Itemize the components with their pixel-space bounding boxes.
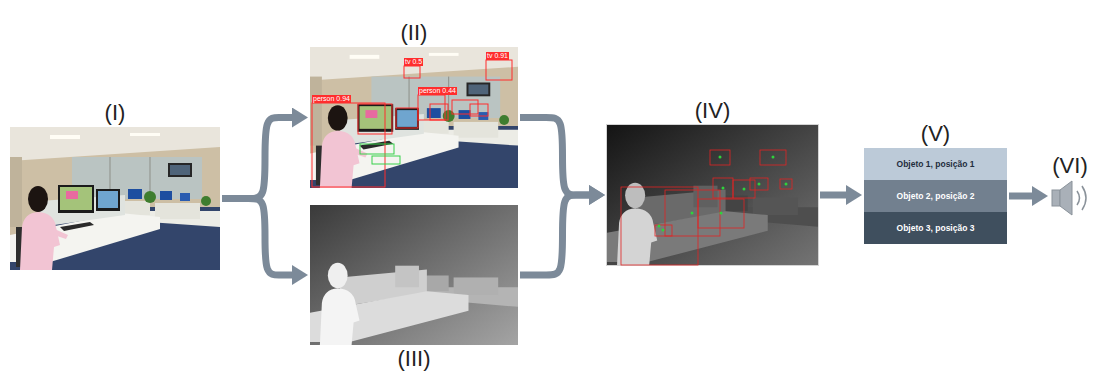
step-label: (II) — [401, 21, 428, 45]
detection-boxes-green — [360, 144, 400, 164]
step-label: (III) — [398, 347, 431, 371]
step-label: (IV) — [695, 99, 730, 123]
detection-boxes — [312, 60, 512, 187]
band-text: Objeto 1, posição 1 — [897, 159, 975, 169]
detection-tag: person 0.94 — [312, 95, 351, 103]
detection-tag: tv 0.91 — [486, 52, 509, 60]
speaker-icon — [1052, 181, 1086, 215]
image-panel: (IV) — [607, 125, 818, 265]
detection-tag: person 0.44 — [418, 87, 457, 95]
flow-arrow — [520, 195, 589, 275]
flow-arrow — [222, 118, 292, 199]
list-band: Objeto 3, posição 3 — [864, 212, 1007, 244]
output-list: (V)Objeto 1, posição 1Objeto 2, posição … — [864, 148, 1007, 244]
step-label: (V) — [921, 122, 950, 146]
band-text: Objeto 3, posição 3 — [897, 223, 975, 233]
detection-tag: tv 0.5 — [404, 58, 423, 66]
image-panel: (III) — [310, 205, 518, 345]
list-band: Objeto 1, posição 1 — [864, 148, 1007, 180]
flow-arrow — [222, 199, 292, 276]
fused-map — [607, 125, 819, 266]
band-text: Objeto 2, posição 2 — [897, 191, 975, 201]
list-band: Objeto 2, posição 2 — [864, 180, 1007, 212]
depth-map — [310, 205, 518, 345]
step-label: (VI) — [1052, 154, 1087, 178]
image-panel: (II) — [310, 47, 518, 188]
office-photo — [10, 127, 220, 270]
detection-photo — [310, 47, 518, 188]
step-label: (I) — [105, 101, 126, 125]
speaker-node: (VI) — [1050, 180, 1090, 216]
flow-arrow — [820, 192, 846, 199]
flow-arrow — [520, 118, 589, 196]
flow-arrow — [1009, 193, 1032, 200]
image-panel: (I) — [10, 127, 220, 270]
